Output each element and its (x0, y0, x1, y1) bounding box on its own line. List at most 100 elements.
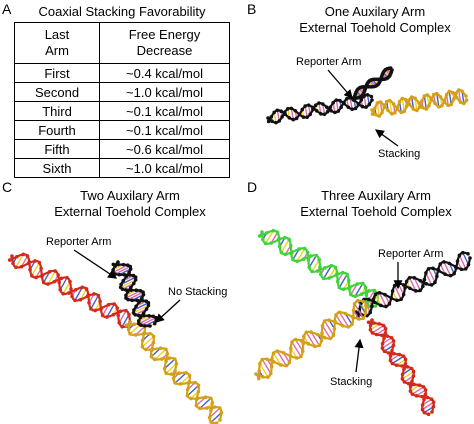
base-pair (338, 274, 348, 288)
nucleotide-bead (301, 257, 306, 261)
nucleotide-bead (426, 412, 431, 417)
nucleotide-bead (317, 343, 322, 348)
nucleotide-bead (350, 322, 354, 327)
base-pair (401, 98, 405, 112)
nucleotide-bead (440, 103, 444, 108)
nucleotide-bead (68, 279, 72, 284)
nucleotide-bead (113, 272, 118, 276)
nucleotide-bead (355, 282, 360, 286)
nucleotide-bead (444, 92, 449, 97)
nucleotide-bead (260, 237, 265, 242)
base-pair (135, 326, 146, 336)
nucleotide-bead (370, 112, 375, 116)
nucleotide-bead (378, 100, 383, 104)
nucleotide-bead (133, 278, 138, 282)
nucleotide-bead (73, 287, 78, 292)
nucleotide-bead (454, 95, 459, 100)
nucleotide-bead (310, 269, 314, 274)
base-pair (363, 95, 367, 108)
base-pair (392, 355, 404, 365)
nucleotide-bead (174, 361, 179, 366)
nucleotide-bead (337, 310, 342, 315)
nucleotide-bead (284, 363, 289, 368)
nucleotide-bead (361, 299, 366, 304)
nucleotide-bead (327, 318, 331, 323)
nucleotide-bead (422, 397, 426, 402)
nucleotide-bead (364, 293, 369, 297)
nucleotide-bead (300, 107, 305, 112)
header-last-arm: Last Arm (14, 22, 100, 64)
base-pair (344, 313, 353, 325)
base-pair (376, 102, 380, 117)
nucleotide-bead (306, 103, 311, 107)
nucleotide-bead (209, 408, 213, 413)
base-pair (439, 263, 446, 275)
nucleotide-bead (277, 244, 282, 249)
nucleotide-bead (447, 89, 452, 94)
nucleotide-bead (162, 366, 167, 371)
header-free-energy-line1: Free Energy (128, 27, 201, 42)
nucleotide-bead (214, 421, 219, 424)
base-pair (195, 396, 206, 407)
nucleotide-bead (84, 287, 89, 291)
nucleotide-bead (121, 262, 126, 267)
nucleotide-bead (412, 276, 417, 280)
nucleotide-bead (300, 349, 305, 354)
base-pair (425, 272, 433, 286)
nucleotide-bead (368, 327, 373, 332)
nucleotide-bead (140, 344, 145, 349)
base-pair (349, 97, 353, 110)
nucleotide-bead (260, 230, 264, 234)
header-arm: Arm (45, 43, 69, 58)
nucleotide-bead (468, 256, 472, 260)
nucleotide-bead (178, 382, 183, 386)
base-pair (261, 359, 272, 374)
nucleotide-bead (353, 294, 357, 299)
nucleotide-bead (462, 101, 466, 106)
nucleotide-bead (399, 110, 403, 115)
base-pair (120, 276, 136, 286)
nucleotide-bead (340, 323, 345, 328)
base-pair (413, 277, 421, 291)
nucleotide-bead (404, 104, 409, 109)
nucleotide-bead (269, 241, 273, 245)
nucleotide-bead (333, 320, 338, 325)
base-pair (412, 386, 424, 395)
nucleotide-bead (426, 267, 431, 271)
nucleotide-bead (283, 235, 287, 240)
nucleotide-bead (381, 323, 386, 328)
nucleotide-bead (394, 363, 399, 367)
nucleotide-bead (407, 275, 412, 280)
nucleotide-bead (53, 269, 58, 273)
base-pair (290, 108, 294, 120)
nucleotide-bead (466, 251, 470, 256)
nucleotide-bead (117, 272, 122, 277)
base-pair (382, 340, 394, 349)
nucleotide-bead (281, 350, 286, 355)
base-pair (270, 232, 279, 244)
nucleotide-bead (306, 342, 311, 346)
base-pair (15, 254, 24, 268)
nucleotide-bead (78, 297, 83, 302)
nucleotide-bead (366, 320, 371, 325)
nucleotide-bead (212, 405, 217, 409)
nucleotide-bead (438, 95, 443, 99)
nucleotide-bead (270, 119, 274, 124)
nucleotide-bead (133, 312, 137, 317)
nucleotide-bead (269, 371, 273, 376)
nucleotide-bead (408, 389, 413, 393)
nucleotide-bead (11, 261, 15, 266)
nucleotide-bead (131, 281, 136, 286)
base-pair (304, 105, 308, 118)
nucleotide-bead (271, 228, 276, 233)
nucleotide-bead (152, 321, 157, 326)
nucleotide-bead (367, 102, 372, 107)
nucleotide-bead (359, 98, 364, 102)
nucleotide-bead (165, 352, 170, 356)
base-pair (59, 277, 68, 291)
base-pair (114, 265, 131, 275)
nucleotide-bead (66, 291, 71, 295)
nucleotide-bead (368, 310, 372, 315)
nucleotide-bead (320, 324, 325, 328)
